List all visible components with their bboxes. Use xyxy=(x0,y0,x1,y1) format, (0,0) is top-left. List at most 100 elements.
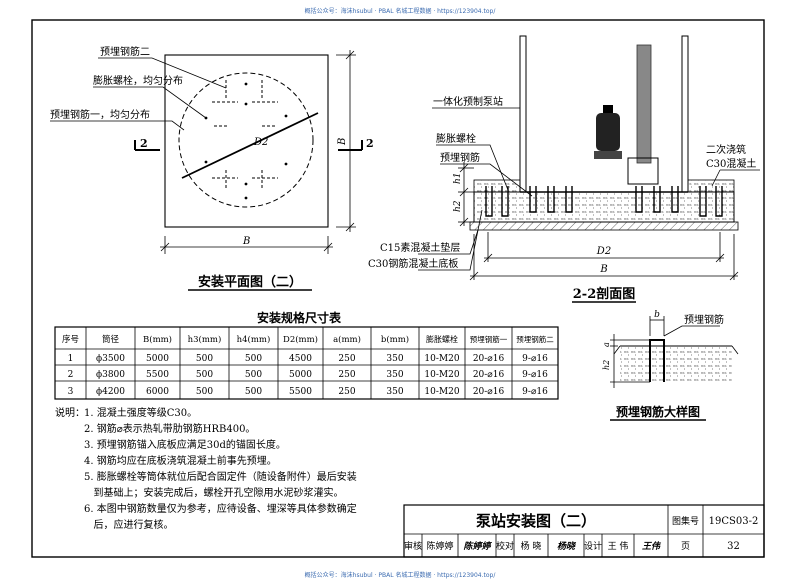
table-cell: 10-M20 xyxy=(424,354,459,364)
section-dim-b: B xyxy=(599,264,607,275)
note-item: 后，应进行复核。 xyxy=(84,518,174,531)
titleblock-checker: 杨 晓 xyxy=(521,540,542,552)
titleblock-atlas-label: 图集号 xyxy=(672,515,699,527)
notes-lead: 说明： xyxy=(55,406,85,419)
table-cell: 6000 xyxy=(146,387,169,397)
plan-foundation-square xyxy=(164,54,329,228)
table-cell: 3 xyxy=(68,387,74,397)
table-header-cell: 预埋钢筋二 xyxy=(516,334,554,344)
table-cell: 500 xyxy=(196,354,213,364)
table-header-cell: D2(mm) xyxy=(283,334,318,345)
table-cell: 5500 xyxy=(146,370,169,380)
table-cell: 5000 xyxy=(146,354,169,364)
table-cell: 20-⌀16 xyxy=(473,370,505,380)
section-slab xyxy=(473,191,735,223)
table-cell: 2 xyxy=(68,370,74,380)
spec-table: 安装规格尺寸表 序号 筒径 B(mm) h3(mm) h4(mm) D2(mm)… xyxy=(54,310,559,400)
table-header-cell: h4(mm) xyxy=(237,334,271,345)
table-cell: 250 xyxy=(338,354,355,364)
titleblock-atlas-no: 19CS03-2 xyxy=(709,516,759,527)
table-header-cell: 筒径 xyxy=(102,334,120,345)
plan-label-bar2: 预埋钢筋二 xyxy=(100,45,150,58)
titleblock-design-sign: 王伟 xyxy=(642,541,662,552)
title-block: 泵站安装图（二） 图集号 19CS03-2 审核 陈婷婷 陈婷婷 校对 杨 晓 … xyxy=(403,504,765,558)
table-header-cell: a(mm) xyxy=(333,334,361,345)
section-label-bolt: 膨胀螺栓 xyxy=(436,132,476,145)
plan-dim-b-right: B xyxy=(337,138,348,146)
section-label-second-pour: 二次浇筑 xyxy=(706,143,746,156)
table-cell: 350 xyxy=(386,354,403,364)
section-label-c15: C15素混凝土垫层 xyxy=(380,241,460,254)
table-cell: 250 xyxy=(338,387,355,397)
note-item: 到基础上；安装完成后，螺栓开孔空隙用水泥砂浆灌实。 xyxy=(84,486,344,499)
table-cell: 10-M20 xyxy=(424,387,459,397)
table-cell: 10-M20 xyxy=(424,370,459,380)
detail-dim-b: b xyxy=(654,310,660,320)
titleblock-review-sign: 陈婷婷 xyxy=(463,541,492,552)
table-cell: 500 xyxy=(245,370,262,380)
table-cell: 9-⌀16 xyxy=(522,354,548,364)
table-row: 2 ϕ3800 5500 500 500 5000 250 350 10-M20… xyxy=(68,370,548,380)
detail-dim-h2: h2 xyxy=(602,360,611,370)
table-header-cell: b(mm) xyxy=(381,334,409,345)
titleblock-reviewer: 陈婷婷 xyxy=(426,540,453,552)
titleblock-check-sign: 杨晓 xyxy=(557,541,577,552)
plan-dim-b-bottom: B xyxy=(242,236,250,247)
note-item: 3. 预埋钢筋锚入底板应满足30d的锚固长度。 xyxy=(84,438,286,451)
section-dim-h2: h2 xyxy=(453,200,463,212)
titleblock-designer: 王 伟 xyxy=(608,540,629,552)
section-dim-h1: h1 xyxy=(453,172,463,184)
table-header-cell: 膨胀螺栓 xyxy=(426,334,458,344)
table-header-cell: h3(mm) xyxy=(188,334,222,345)
plan-cut-right: 2 xyxy=(366,137,374,150)
table-cell: 500 xyxy=(196,370,213,380)
titleblock-review-label: 审核 xyxy=(404,540,422,552)
note-item: 2. 钢筋⌀表示热轧带肋钢筋HRB400。 xyxy=(84,422,255,435)
sheet-border xyxy=(31,19,765,558)
section-dim-d2: D2 xyxy=(596,246,611,257)
table-header-cell: B(mm) xyxy=(143,334,172,345)
table-cell: 350 xyxy=(386,387,403,397)
table-cell: 4500 xyxy=(289,354,312,364)
plan-d2-line xyxy=(181,112,319,179)
note-item: 1. 混凝土强度等级C30。 xyxy=(84,406,197,419)
table-cell: ϕ3800 xyxy=(96,370,125,380)
plan-view: D2 预埋钢筋二 膨胀螺栓，均匀分布 预埋钢筋一，均匀分布 2 xyxy=(50,45,374,291)
table-title: 安装规格尺寸表 xyxy=(257,310,342,325)
plan-cut-left: 2 xyxy=(140,137,148,150)
table-cell: 9-⌀16 xyxy=(522,387,548,397)
table-cell: ϕ3500 xyxy=(96,354,125,364)
plan-circle-d2 xyxy=(178,72,314,208)
table-cell: 500 xyxy=(245,354,262,364)
table-cell: ϕ4200 xyxy=(96,387,125,397)
table-cell: 500 xyxy=(245,387,262,397)
table-cell: 250 xyxy=(338,370,355,380)
titleblock-title: 泵站安装图（二） xyxy=(476,512,596,530)
table-header-cell: 序号 xyxy=(62,334,79,345)
table-cell: 20-⌀16 xyxy=(473,354,505,364)
plan-label-bolt: 膨胀螺栓，均匀分布 xyxy=(93,74,183,87)
section-cushion xyxy=(469,221,739,231)
section-label-c30-slab: C30钢筋混凝土底板 xyxy=(368,257,458,270)
watermark-bottom: 概括公众号：海沫hsubul · PBAL 名城工程数据 · https://1… xyxy=(305,571,497,579)
table-row: 3 ϕ4200 6000 500 500 5500 250 350 10-M20… xyxy=(68,387,548,397)
table-cell: 5500 xyxy=(289,387,312,397)
table-cell: 350 xyxy=(386,370,403,380)
section-view: h1 h2 D2 B 一体化预制泵站 膨胀螺栓 预埋钢筋 二次浇筑 C30混凝土… xyxy=(368,35,760,303)
note-item: 5. 膨胀螺栓等筒体就位后配合固定件（随设备附件）最后安装 xyxy=(84,470,357,483)
table-cell: 9-⌀16 xyxy=(522,370,548,380)
section-label-station: 一体化预制泵站 xyxy=(433,95,503,108)
titleblock-page-no: 32 xyxy=(727,541,740,552)
table-cell: 1 xyxy=(68,354,74,364)
table-cell: 500 xyxy=(196,387,213,397)
section-title: 2-2剖面图 xyxy=(573,286,636,302)
pump-icon xyxy=(594,44,659,185)
section-label-bar: 预埋钢筋 xyxy=(440,151,480,164)
section-label-c30: C30混凝土 xyxy=(706,157,756,170)
notes: 说明： 1. 混凝土强度等级C30。 2. 钢筋⌀表示热轧带肋钢筋HRB400。… xyxy=(55,406,357,531)
plan-title: 安装平面图（二） xyxy=(198,274,302,290)
note-item: 6. 本图中钢筋数量仅为参考，应待设备、埋深等具体参数确定 xyxy=(84,502,357,515)
detail-label-bar: 预埋钢筋 xyxy=(684,313,724,326)
watermark-top: 概括公众号：海沫hsubul · PBAL 名城工程数据 · https://1… xyxy=(305,7,497,15)
